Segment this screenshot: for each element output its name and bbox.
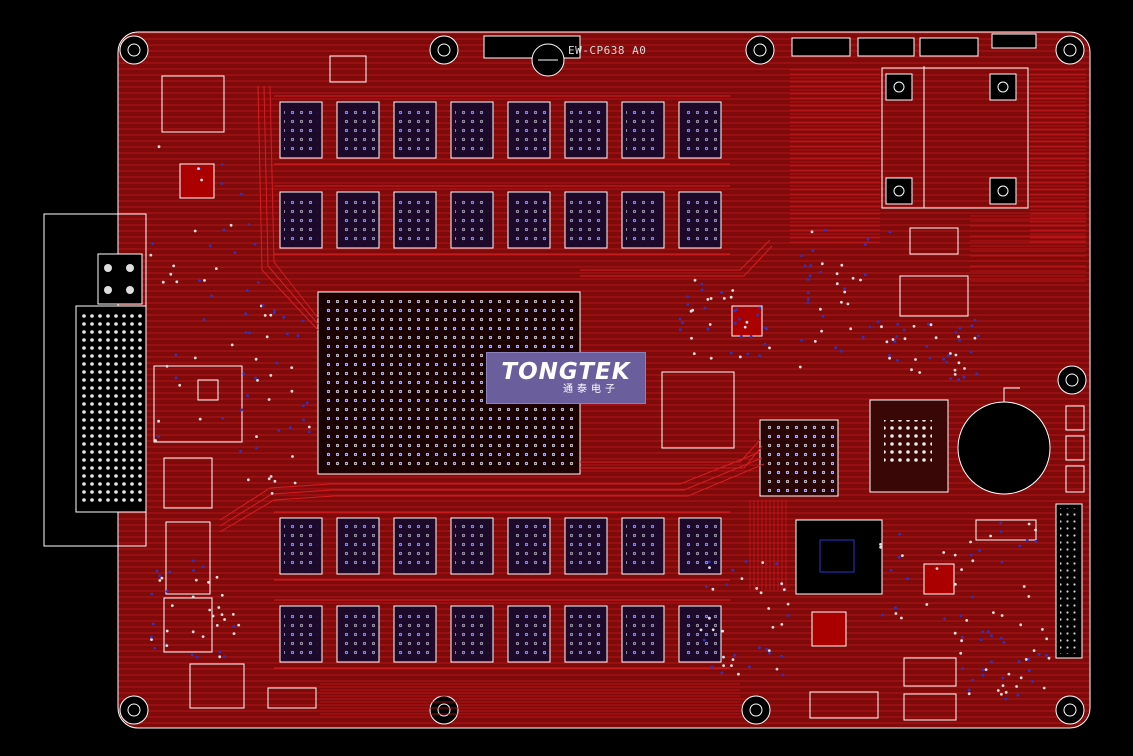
memory-chip	[564, 101, 608, 159]
memory-chip	[393, 605, 437, 663]
tongtek-logo: TONGTEK 通泰电子	[486, 352, 646, 404]
memory-chip	[279, 191, 323, 249]
memory-chip	[507, 517, 551, 575]
top-headers	[483, 33, 1037, 59]
memory-chip	[450, 101, 494, 159]
logo-wordmark: TONGTEK	[501, 359, 631, 385]
trace-field-bottom	[320, 500, 787, 715]
mounting-holes	[119, 35, 1087, 725]
io-mount-1	[104, 264, 112, 272]
memory-chip	[621, 517, 665, 575]
chipset-balls	[764, 424, 834, 492]
memory-chip	[678, 605, 722, 663]
memory-chip	[336, 191, 380, 249]
memory-chip	[621, 191, 665, 249]
rtc-battery	[957, 401, 1051, 495]
memory-chip	[279, 605, 323, 663]
memory-chip	[450, 605, 494, 663]
io-controller-inner	[819, 539, 855, 573]
memory-chip	[621, 101, 665, 159]
io-mount-3	[104, 286, 112, 294]
trace-field-top-right	[790, 69, 1086, 282]
io-connector-pins	[80, 310, 142, 506]
memory-chip	[336, 517, 380, 575]
memory-chip	[564, 517, 608, 575]
module-slot-holes	[885, 73, 1017, 205]
module-slot	[881, 67, 1029, 209]
memory-chip	[336, 605, 380, 663]
memory-chip-array	[274, 95, 730, 669]
memory-chip	[678, 191, 722, 249]
board-silkscreen-label: EW-CP638 A0	[568, 44, 647, 57]
right-leds	[1065, 405, 1085, 493]
io-connector-header	[97, 253, 143, 305]
memory-chip	[621, 605, 665, 663]
qfn-chips	[179, 163, 955, 647]
memory-chip	[393, 101, 437, 159]
io-mount-2	[126, 264, 134, 272]
memory-chip	[678, 101, 722, 159]
memory-chip	[564, 191, 608, 249]
memory-chip	[450, 191, 494, 249]
lan-chip-inner	[884, 420, 932, 464]
memory-chip	[279, 101, 323, 159]
memory-chip	[279, 517, 323, 575]
memory-chip	[507, 605, 551, 663]
logo-subtitle: 通泰电子	[563, 384, 619, 395]
memory-chip	[564, 605, 608, 663]
memory-chip	[393, 191, 437, 249]
memory-chip	[393, 517, 437, 575]
memory-chip	[678, 517, 722, 575]
memory-chip	[507, 101, 551, 159]
io-mount-4	[126, 286, 134, 294]
left-components	[153, 55, 1037, 721]
right-edge-pins	[1060, 508, 1078, 654]
bus-traces	[219, 85, 773, 533]
memory-chip	[450, 517, 494, 575]
via-field	[149, 145, 1051, 701]
memory-chip	[507, 191, 551, 249]
memory-chip	[336, 101, 380, 159]
io-controller	[795, 519, 883, 595]
